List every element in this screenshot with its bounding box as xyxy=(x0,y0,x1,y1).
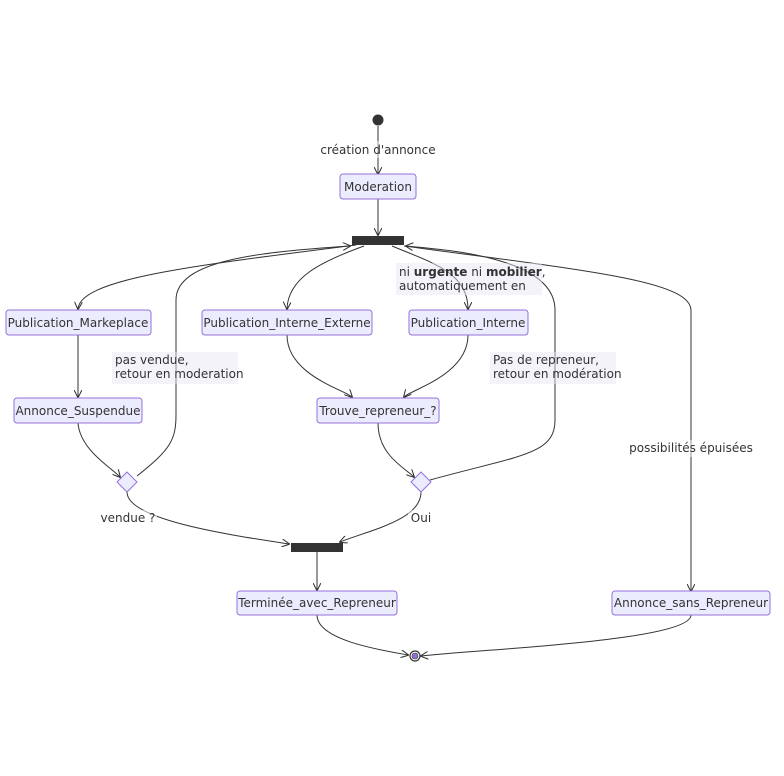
edge-label-possibilites-epuisees: possibilités épuisées xyxy=(629,441,753,455)
edge-label-pas-vendue-1: pas vendue, xyxy=(115,353,189,367)
state-annonce-suspendue: Annonce_Suspendue xyxy=(13,397,143,424)
edge-sans-repreneur-to-end xyxy=(421,614,692,656)
edge-label-pas-repreneur-1: Pas de repreneur, xyxy=(493,353,599,367)
edge-label-automatique-line1: ni urgente ni mobilier, xyxy=(399,265,546,279)
state-publication-interne: Publication_Interne xyxy=(408,309,529,336)
edge-choice1-to-join xyxy=(126,491,289,544)
edge-label-vendue: vendue ? xyxy=(101,511,156,525)
edge-label-oui: Oui xyxy=(411,511,431,525)
edge-fork-to-annonce-sans-repreneur xyxy=(403,245,691,591)
state-label: Publication_Interne xyxy=(411,316,526,330)
state-annonce-sans-repreneur: Annonce_sans_Repreneur xyxy=(611,590,771,616)
state-moderation: Moderation xyxy=(339,173,417,200)
edge-choice2-to-join xyxy=(340,491,422,542)
edge-interne-to-trouve xyxy=(404,334,469,397)
edges xyxy=(78,126,691,656)
join-bar xyxy=(291,543,343,552)
edge-label-creation-annonce: création d'annonce xyxy=(320,143,435,157)
state-label: Publication_Markeplace xyxy=(8,316,149,330)
state-publication-markeplace: Publication_Markeplace xyxy=(5,309,152,336)
edge-choice1-back-to-fork xyxy=(136,246,350,477)
state-trouve-repreneur: Trouve_repreneur_? xyxy=(316,397,440,424)
edge-label-automatique-line2: automatiquement en xyxy=(399,279,526,293)
edge-suspendue-to-choice1 xyxy=(77,422,120,477)
fork-bar xyxy=(352,236,404,245)
edge-choice2-back-to-fork xyxy=(406,246,556,481)
end-state xyxy=(409,650,421,662)
state-label: Annonce_Suspendue xyxy=(15,404,140,418)
edge-fork-to-publication-markeplace xyxy=(78,244,357,309)
edge-interne-externe-to-trouve xyxy=(286,334,352,397)
state-label: Publication_Interne_Externe xyxy=(203,316,370,330)
edge-terminee-to-end xyxy=(316,614,408,655)
choice-oui xyxy=(410,471,432,493)
edge-trouve-to-choice2 xyxy=(377,422,414,477)
state-label: Annonce_sans_Repreneur xyxy=(614,596,768,610)
state-label: Trouve_repreneur_? xyxy=(318,404,436,418)
start-state xyxy=(372,114,384,126)
state-publication-interne-externe: Publication_Interne_Externe xyxy=(201,309,373,336)
edge-label-pas-repreneur-2: retour en modération xyxy=(493,367,622,381)
edge-fork-to-publication-interne-externe xyxy=(287,245,365,309)
edge-labels: création d'annonce pas vendue, retour en… xyxy=(99,141,754,527)
edge-label-pas-vendue-2: retour en moderation xyxy=(115,367,244,381)
state-label: Terminée_avec_Repreneur xyxy=(237,596,396,610)
state-label: Moderation xyxy=(344,180,412,194)
choice-vendue xyxy=(116,471,138,493)
state-terminee-avec-repreneur: Terminée_avec_Repreneur xyxy=(236,590,398,616)
